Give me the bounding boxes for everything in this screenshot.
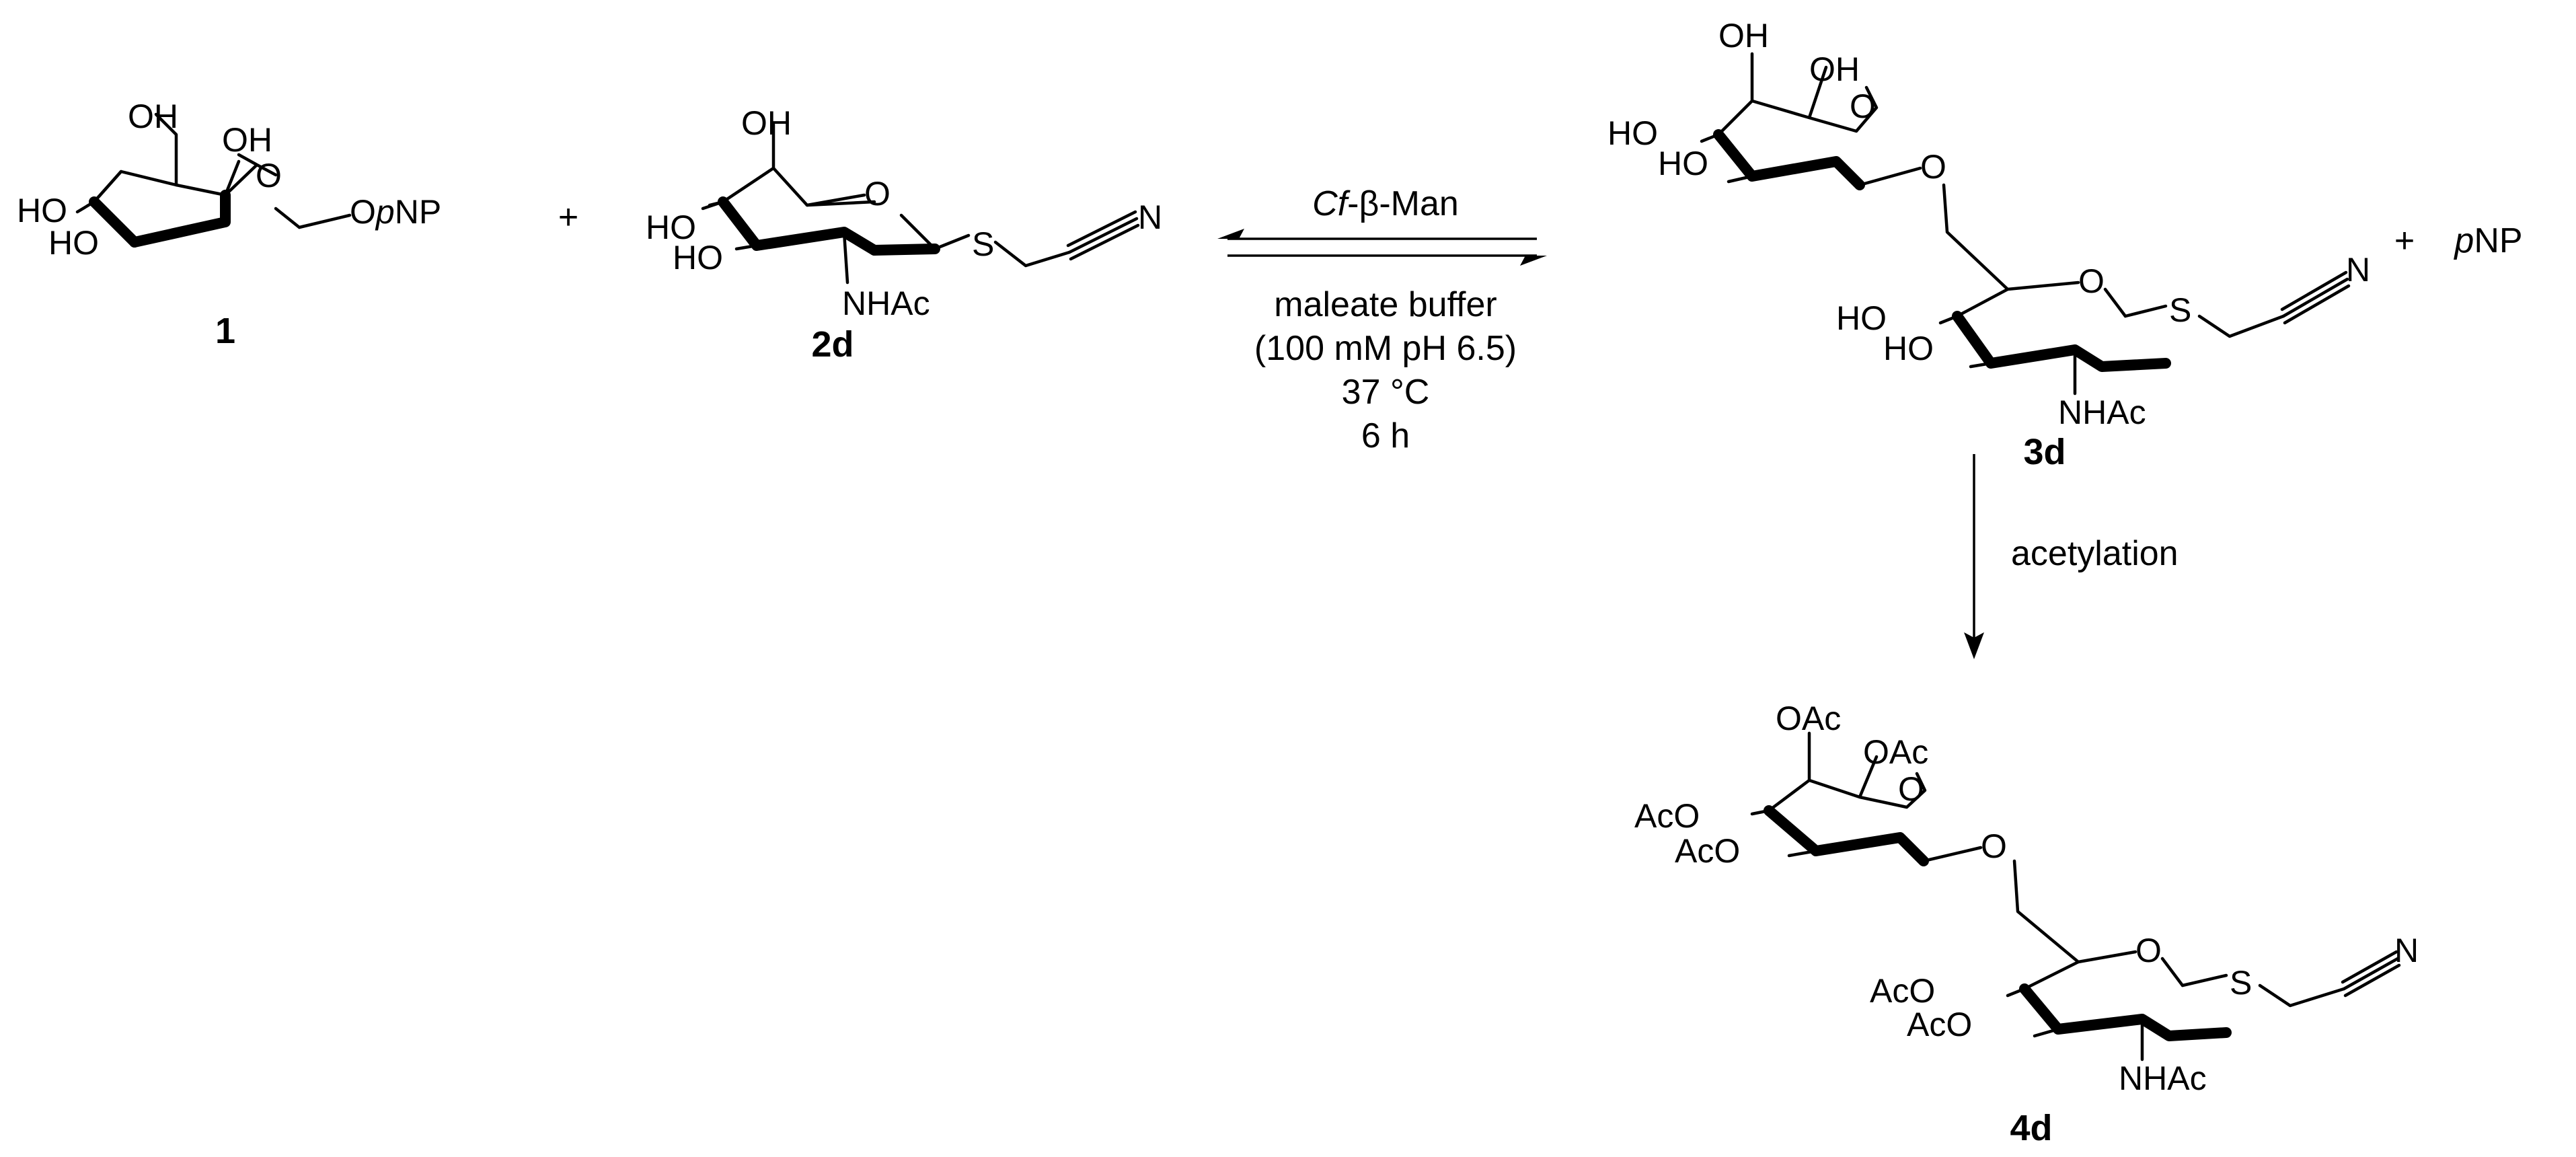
- c4d-man-ring-o: O: [1898, 770, 1924, 808]
- pnp-np: NP: [2474, 221, 2522, 260]
- c2d-s: S: [972, 225, 994, 263]
- c2d-ring-o: O: [864, 175, 891, 213]
- c4d-glc-ring-o: O: [2135, 932, 2162, 969]
- c3d-glc-oh3: HO: [1883, 330, 1934, 367]
- compound-label-2d: 2d: [811, 324, 854, 365]
- c1-ring-o: O: [256, 157, 282, 194]
- c2d-nhac: NHAc: [842, 285, 930, 322]
- c3d-glc-ring-o: O: [2078, 262, 2105, 300]
- c4d-link-o: O: [1981, 827, 2007, 865]
- step-acetylation: acetylation: [2011, 534, 2179, 573]
- condition-buffer-detail: (100 mM pH 6.5): [1254, 329, 1517, 368]
- c3d-man-oh2: OH: [1809, 50, 1860, 88]
- condition-time: 6 h: [1361, 416, 1410, 455]
- acetylation-arrow: [1964, 454, 1984, 659]
- c4d-man-aco3: AcO: [1675, 832, 1740, 870]
- c1-oh2: OH: [222, 121, 272, 159]
- enzyme-italic: Cf: [1312, 184, 1351, 223]
- condition-buffer: maleate buffer: [1274, 285, 1497, 324]
- compound-label-3d: 3d: [2023, 432, 2066, 472]
- c4d-s: S: [2230, 964, 2252, 1002]
- c3d-n: N: [2346, 251, 2370, 289]
- c2d-oh6: OH: [741, 104, 792, 142]
- pnp-product: pNP: [2453, 221, 2522, 260]
- c4d-glc-aco4: AcO: [1870, 972, 1935, 1010]
- svg-text:OpNP: OpNP: [350, 193, 441, 231]
- c3d-glc-oh4: HO: [1836, 299, 1887, 337]
- pnp-p: p: [2453, 221, 2474, 260]
- c4d-man-oac6: OAc: [1776, 700, 1841, 737]
- c1-oh6: OH: [128, 98, 178, 135]
- svg-text:Cf-β-Man: Cf-β-Man: [1312, 184, 1459, 223]
- c1-aglycone-o: O: [350, 193, 376, 231]
- c2d-n: N: [1138, 198, 1162, 236]
- compound-4d: OAc OAc O AcO AcO O O AcO AcO S N NHAc 4…: [1634, 700, 2419, 1148]
- condition-temperature: 37 °C: [1342, 373, 1430, 412]
- c2d-oh4: HO: [646, 209, 696, 246]
- c3d-nhac: NHAc: [2058, 394, 2146, 431]
- c3d-man-ring-o: O: [1850, 87, 1876, 125]
- compound-2d: OH O HO HO S N NHAc 2d: [646, 104, 1162, 365]
- compound-label-1: 1: [215, 311, 235, 351]
- c4d-man-oac2: OAc: [1863, 733, 1928, 771]
- c1-oh4: HO: [17, 192, 67, 229]
- c3d-man-oh4: HO: [1607, 114, 1658, 152]
- c4d-man-aco4: AcO: [1634, 797, 1700, 835]
- plus-sign-2: +: [2394, 221, 2415, 260]
- c4d-nhac: NHAc: [2119, 1059, 2207, 1097]
- enzyme-name: -β-Man: [1347, 184, 1459, 223]
- compound-label-4d: 4d: [2010, 1108, 2052, 1148]
- c1-oh3: HO: [48, 224, 99, 262]
- c4d-n: N: [2394, 932, 2419, 969]
- c3d-man-oh3: HO: [1658, 145, 1708, 182]
- c1-aglycone-p: p: [375, 193, 395, 231]
- c4d-glc-aco3: AcO: [1907, 1006, 1972, 1043]
- plus-sign-1: +: [558, 198, 578, 237]
- c1-aglycone-np: NP: [395, 193, 441, 231]
- c3d-s: S: [2169, 291, 2191, 329]
- compound-3d: OH OH O HO HO O O HO HO S N NHAc 3d: [1607, 17, 2370, 472]
- c2d-oh3: HO: [673, 239, 723, 276]
- compound-1: OH OH O HO HO OpNP 1: [17, 98, 441, 351]
- equilibrium-arrows: [1217, 229, 1547, 266]
- c3d-link-o: O: [1920, 148, 1946, 186]
- c3d-man-oh6: OH: [1718, 17, 1769, 54]
